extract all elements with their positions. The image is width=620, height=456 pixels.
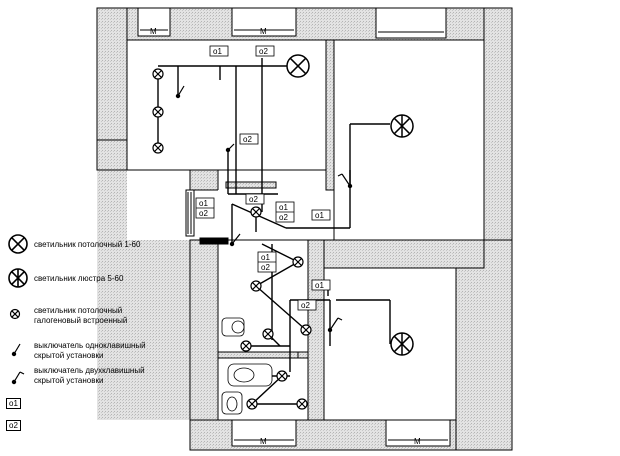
svg-text:o2: o2 (249, 195, 258, 204)
halogen-light-icon (152, 142, 164, 154)
svg-text:o1: o1 (315, 211, 324, 220)
legend-switch1-icon (11, 343, 21, 357)
halogen-light-icon (250, 280, 262, 292)
svg-text:o1: o1 (199, 199, 208, 208)
svg-text:o2: o2 (243, 135, 252, 144)
svg-text:M: M (260, 437, 267, 446)
switches (175, 85, 353, 333)
legend-switch2-label-2: скрытой установки (34, 376, 104, 385)
switch-icon-5 (225, 143, 235, 153)
halogen-light-icon (292, 256, 304, 268)
entrance (185, 189, 229, 245)
legend-chandelier-label: светильник люстра 5-60 (34, 274, 124, 283)
chandelier-icon (390, 114, 414, 138)
legend-icons (8, 234, 28, 385)
legend-o2-tag: o2 (6, 420, 21, 431)
halogen-light-icon (152, 68, 164, 80)
rooms (126, 39, 485, 421)
window-marks: M M M M (150, 27, 421, 446)
switch-icon-1 (175, 85, 185, 99)
svg-text:M: M (414, 437, 421, 446)
svg-text:M: M (260, 27, 267, 36)
halogen-light-icon (240, 340, 252, 352)
ceiling-light-icon (286, 54, 310, 78)
halogen-light-icon (262, 328, 274, 340)
legend-halogen-label-1: светильник потолочный (34, 306, 123, 315)
svg-text:o1: o1 (261, 253, 270, 262)
legend-ceiling-light-icon (8, 234, 28, 254)
switch-icon-2 (337, 173, 353, 189)
window-bottom-1 (231, 419, 297, 447)
legend-switch2-icon (11, 371, 25, 385)
window-bottom-2 (385, 419, 451, 447)
switch-icon-4 (327, 317, 343, 333)
window-top-2 (231, 7, 297, 37)
svg-text:M: M (150, 27, 157, 36)
halogen-light-icon (152, 106, 164, 118)
legend-ceiling-light-label: светильник потолочный 1-60 (34, 240, 141, 249)
switch-icon-3 (229, 233, 241, 247)
chandelier-icon (390, 332, 414, 356)
legend-chandelier-icon (8, 268, 28, 288)
legend-switch2-label-1: выключатель двухклавишный (34, 366, 145, 375)
legend-switch1-label-1: выключатель одноклавишный (34, 341, 146, 350)
halogen-light-icon (246, 398, 258, 410)
legend-halogen-icon (9, 308, 21, 320)
svg-text:o1: o1 (315, 281, 324, 290)
halogen-light-icon (250, 206, 262, 218)
legend-halogen-label-2: галогеновый встроенный (34, 316, 128, 325)
svg-text:o2: o2 (259, 47, 268, 56)
windows (137, 7, 451, 447)
legend-o1-tag: o1 (6, 398, 21, 409)
plan-tag-labels: o1 o2 o2 o1 o2 o2 o1 o2 o1 o1 o2 o1 o2 (199, 47, 324, 310)
window-top-1 (137, 7, 171, 37)
door-mat (199, 237, 229, 245)
svg-text:o2: o2 (261, 263, 270, 272)
halogen-light-icon (276, 370, 288, 382)
svg-text:o1: o1 (279, 203, 288, 212)
legend-switch1-label-2: скрытой установки (34, 351, 104, 360)
ceiling-lights (286, 54, 310, 78)
halogen-light-icon (296, 398, 308, 410)
plan-tags (195, 45, 331, 311)
window-top-3 (375, 7, 447, 39)
svg-text:o2: o2 (199, 209, 208, 218)
bathroom-fixtures (221, 317, 273, 415)
svg-text:o1: o1 (213, 47, 222, 56)
chandeliers (390, 114, 414, 356)
svg-text:o2: o2 (279, 213, 288, 222)
halogen-light-icon (300, 324, 312, 336)
svg-text:o2: o2 (301, 301, 310, 310)
